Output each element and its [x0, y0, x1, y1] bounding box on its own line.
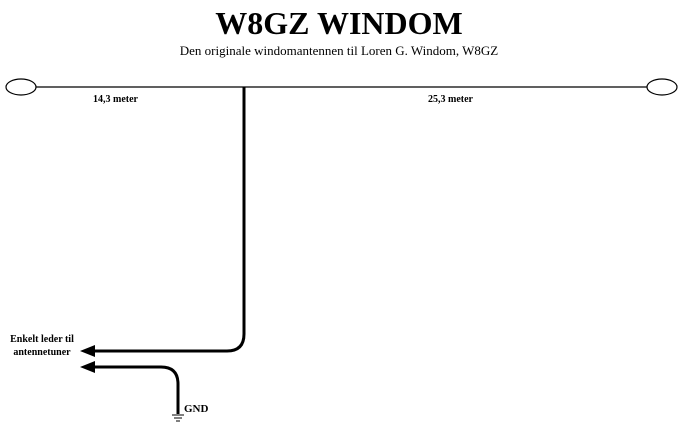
- right-leg-length: 25,3 meter: [428, 94, 473, 105]
- diagram-subtitle: Den originale windomantennen til Loren G…: [179, 43, 499, 58]
- right-insulator: [646, 78, 678, 96]
- diagram-title: W8GZ WINDOM: [215, 5, 463, 41]
- feed-line-label-line1: Enkelt leder til: [10, 334, 74, 345]
- feed-line-label-line2: antennetuner: [13, 347, 71, 358]
- ground-arrow: [80, 361, 95, 373]
- left-insulator: [5, 78, 37, 96]
- left-leg-length: 14,3 meter: [93, 94, 138, 105]
- ground-line: [92, 365, 180, 414]
- ground-symbol: [172, 414, 184, 422]
- ground-label: GND: [184, 403, 209, 415]
- feed-arrow: [80, 345, 95, 357]
- feed-line-label: Enkelt leder til antennetuner: [1, 333, 83, 359]
- feed-line: [92, 87, 246, 353]
